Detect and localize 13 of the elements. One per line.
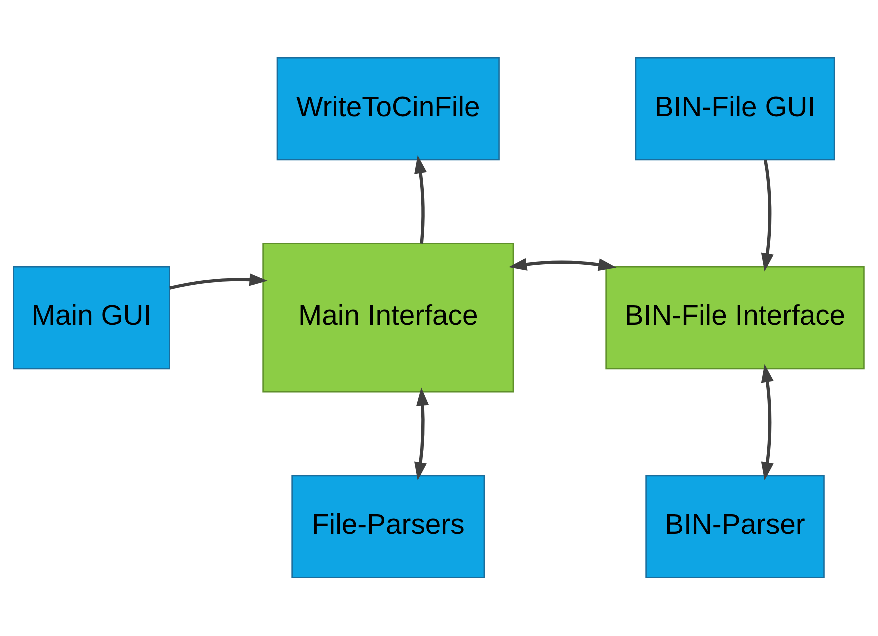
arrow — [761, 160, 774, 272]
node-box: BIN-File Interface — [606, 266, 865, 370]
arrow — [170, 274, 268, 290]
node-box: Main Interface — [262, 243, 514, 393]
node-box: BIN-Parser — [646, 475, 825, 578]
arrow — [414, 388, 430, 481]
node-box: File-Parsers — [292, 475, 486, 578]
node-box: WriteToCinFile — [276, 58, 500, 161]
arrow — [761, 364, 774, 481]
node-box: BIN-File GUI — [635, 58, 836, 161]
arrow — [414, 156, 428, 244]
node-box: Main GUI — [13, 266, 170, 370]
arrow — [508, 258, 617, 272]
